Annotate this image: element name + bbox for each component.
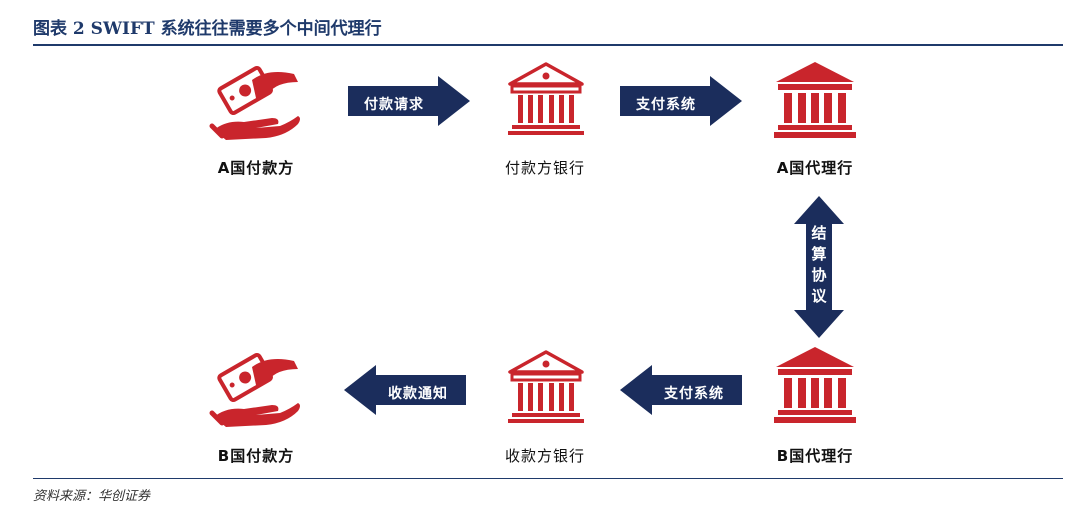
arrow-payment-system-top xyxy=(620,76,742,126)
bank-outline-icon xyxy=(508,62,584,135)
node-agent-b: B国代理行 xyxy=(776,447,854,465)
node-payee-b: B国付款方 xyxy=(217,447,295,465)
title-rule xyxy=(33,44,1063,46)
label-payment-system-top: 支付系统 xyxy=(636,97,696,113)
figure-title: 图表 2 SWIFT 系统往往需要多个中间代理行 xyxy=(33,19,382,39)
label-payment-system-bottom: 支付系统 xyxy=(664,386,724,402)
label-settlement-agreement: 结算协议 xyxy=(811,224,827,305)
bank-solid-icon xyxy=(774,347,856,423)
hand-money-icon xyxy=(209,352,300,427)
arrow-payment-request xyxy=(348,76,470,126)
arrow-settlement-agreement xyxy=(794,196,844,338)
node-payer-a: A国付款方 xyxy=(217,159,295,177)
arrow-payment-system-bottom xyxy=(620,365,742,415)
hand-money-icon xyxy=(209,65,300,140)
footer-rule xyxy=(33,478,1063,479)
node-agent-a: A国代理行 xyxy=(776,159,854,177)
node-payee-bank: 收款方银行 xyxy=(504,447,585,465)
bank-outline-icon xyxy=(508,350,584,423)
arrow-receipt-notice xyxy=(344,365,466,415)
label-payment-request: 付款请求 xyxy=(364,97,424,113)
bank-solid-icon xyxy=(774,62,856,138)
label-receipt-notice: 收款通知 xyxy=(388,386,448,402)
source-note: 资料来源：华创证券 xyxy=(33,489,151,504)
node-payer-bank: 付款方银行 xyxy=(504,159,585,177)
